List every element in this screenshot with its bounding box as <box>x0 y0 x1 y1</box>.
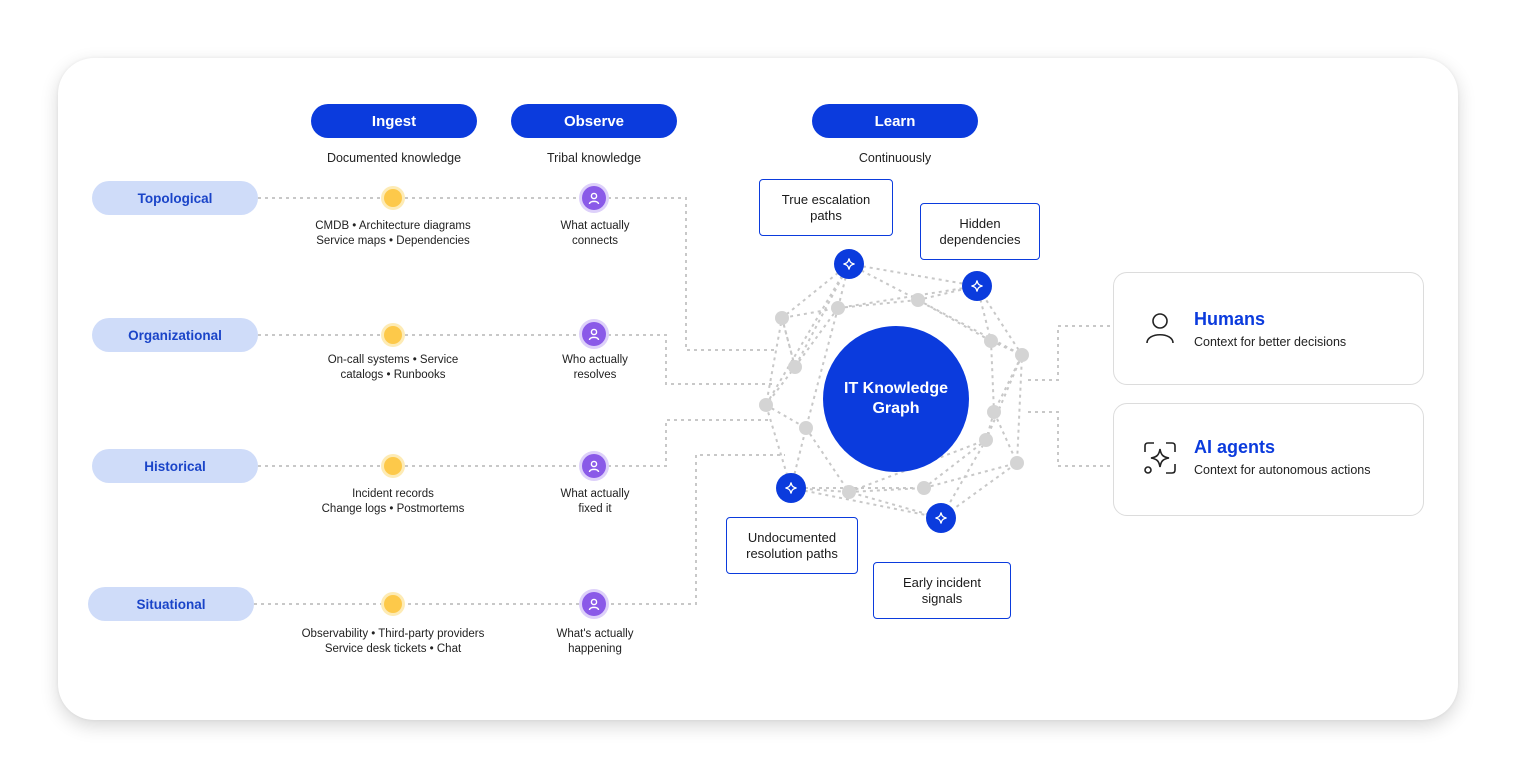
output-ai-agents: AI agents Context for autonomous actions <box>1113 403 1424 516</box>
output-humans: Humans Context for better decisions <box>1113 272 1424 385</box>
output-subtitle: Context for autonomous actions <box>1194 463 1371 477</box>
output-title: Humans <box>1194 309 1266 329</box>
graph-node <box>842 485 856 499</box>
subhead-observe: Tribal knowledge <box>546 151 642 165</box>
graph-node <box>917 481 931 495</box>
graph-node <box>759 398 773 412</box>
graph-node <box>911 293 925 307</box>
ingest-dot <box>384 326 402 344</box>
category-situational: Situational <box>88 587 254 621</box>
observe-person-icon <box>582 454 606 478</box>
ingest-dot <box>384 189 402 207</box>
graph-node <box>831 301 845 315</box>
observe-person-icon <box>582 322 606 346</box>
graph-node <box>799 421 813 435</box>
graph-node <box>788 360 802 374</box>
graph-node <box>987 405 1001 419</box>
header-ingest: Ingest <box>311 104 477 138</box>
observe-person-icon <box>582 186 606 210</box>
graph-node <box>775 311 789 325</box>
knowledge-graph-center: IT Knowledge Graph <box>823 326 969 472</box>
observe-person-icon <box>582 592 606 616</box>
graph-node <box>1015 348 1029 362</box>
ingest-dot <box>384 457 402 475</box>
ai-sparkle-icon <box>1144 442 1176 474</box>
header-observe: Observe <box>511 104 677 138</box>
sparkle-node-icon <box>962 271 992 301</box>
category-historical: Historical <box>92 449 258 483</box>
graph-node <box>984 334 998 348</box>
output-title: AI agents <box>1194 437 1276 457</box>
output-subtitle: Context for better decisions <box>1194 335 1347 349</box>
sparkle-node-icon <box>926 503 956 533</box>
category-topological: Topological <box>92 181 258 215</box>
subhead-ingest: Documented knowledge <box>326 151 462 165</box>
subhead-learn: Continuously <box>858 151 932 165</box>
header-learn: Learn <box>812 104 978 138</box>
graph-node <box>979 433 993 447</box>
graph-node <box>1010 456 1024 470</box>
sparkle-node-icon <box>776 473 806 503</box>
person-icon <box>1146 313 1174 344</box>
ingest-dot <box>384 595 402 613</box>
diagram-card <box>58 58 1458 720</box>
sparkle-node-icon <box>834 249 864 279</box>
category-organizational: Organizational <box>92 318 258 352</box>
